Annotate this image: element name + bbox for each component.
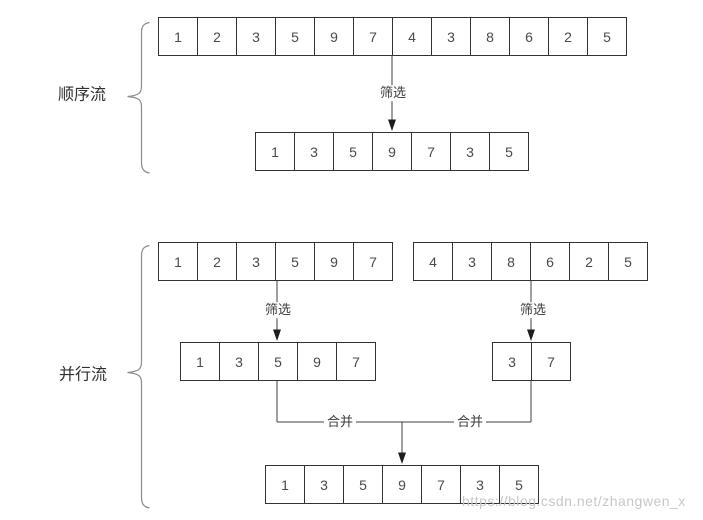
array-cell: 5 xyxy=(489,132,529,171)
array-cell: 4 xyxy=(413,242,453,281)
array-cell: 2 xyxy=(197,17,237,56)
array-cell: 3 xyxy=(236,17,276,56)
parallel-left-input-array: 1 2 3 5 9 7 xyxy=(158,242,393,281)
arrow-down-icon xyxy=(527,329,535,341)
sequential-input-array: 1 2 3 5 9 7 4 3 8 6 2 5 xyxy=(158,17,627,56)
array-cell: 3 xyxy=(219,342,259,381)
array-cell: 3 xyxy=(304,465,344,504)
arrow-down-icon xyxy=(388,119,396,131)
arrow-down-icon xyxy=(273,329,281,341)
array-cell: 5 xyxy=(608,242,648,281)
array-cell: 1 xyxy=(265,465,305,504)
array-cell: 5 xyxy=(258,342,298,381)
array-cell: 7 xyxy=(411,132,451,171)
array-cell: 8 xyxy=(491,242,531,281)
array-cell: 1 xyxy=(255,132,295,171)
parallel-brace xyxy=(127,244,150,509)
array-cell: 7 xyxy=(353,17,393,56)
array-cell: 3 xyxy=(460,465,500,504)
array-cell: 2 xyxy=(197,242,237,281)
arrow-down-icon xyxy=(398,452,406,464)
array-cell: 9 xyxy=(297,342,337,381)
array-cell: 8 xyxy=(470,17,510,56)
array-cell: 6 xyxy=(509,17,549,56)
array-cell: 3 xyxy=(492,342,532,381)
parallel-left-filtered-array: 1 3 5 9 7 xyxy=(180,342,376,381)
array-cell: 3 xyxy=(236,242,276,281)
parallel-output-array: 1 3 5 9 7 3 5 xyxy=(265,465,539,504)
array-cell: 5 xyxy=(343,465,383,504)
array-cell: 5 xyxy=(587,17,627,56)
array-cell: 6 xyxy=(530,242,570,281)
array-cell: 1 xyxy=(158,242,198,281)
array-cell: 1 xyxy=(180,342,220,381)
parallel-left-filter-label: 筛选 xyxy=(261,302,295,318)
array-cell: 7 xyxy=(421,465,461,504)
array-cell: 5 xyxy=(499,465,539,504)
array-cell: 9 xyxy=(372,132,412,171)
array-cell: 9 xyxy=(382,465,422,504)
array-cell: 2 xyxy=(569,242,609,281)
merge-label-right: 合并 xyxy=(453,414,487,430)
sequential-filter-label: 筛选 xyxy=(376,85,410,101)
sequential-output-array: 1 3 5 9 7 3 5 xyxy=(255,132,529,171)
array-cell: 9 xyxy=(314,17,354,56)
array-cell: 5 xyxy=(333,132,373,171)
array-cell: 7 xyxy=(336,342,376,381)
array-cell: 5 xyxy=(275,242,315,281)
parallel-section-label: 并行流 xyxy=(58,366,108,384)
array-cell: 3 xyxy=(452,242,492,281)
parallel-right-input-array: 4 3 8 6 2 5 xyxy=(413,242,648,281)
array-cell: 3 xyxy=(431,17,471,56)
array-cell: 2 xyxy=(548,17,588,56)
array-cell: 5 xyxy=(275,17,315,56)
parallel-right-filtered-array: 3 7 xyxy=(492,342,571,381)
array-cell: 7 xyxy=(353,242,393,281)
array-cell: 7 xyxy=(531,342,571,381)
parallel-right-filter-label: 筛选 xyxy=(516,302,550,318)
array-cell: 4 xyxy=(392,17,432,56)
sequential-brace xyxy=(127,21,150,174)
merge-label-left: 合并 xyxy=(323,414,357,430)
array-cell: 3 xyxy=(294,132,334,171)
array-cell: 9 xyxy=(314,242,354,281)
array-cell: 1 xyxy=(158,17,198,56)
watermark: https://blog.csdn.net/zhangwen_x xyxy=(462,493,686,509)
array-cell: 3 xyxy=(450,132,490,171)
sequential-section-label: 顺序流 xyxy=(57,86,107,104)
